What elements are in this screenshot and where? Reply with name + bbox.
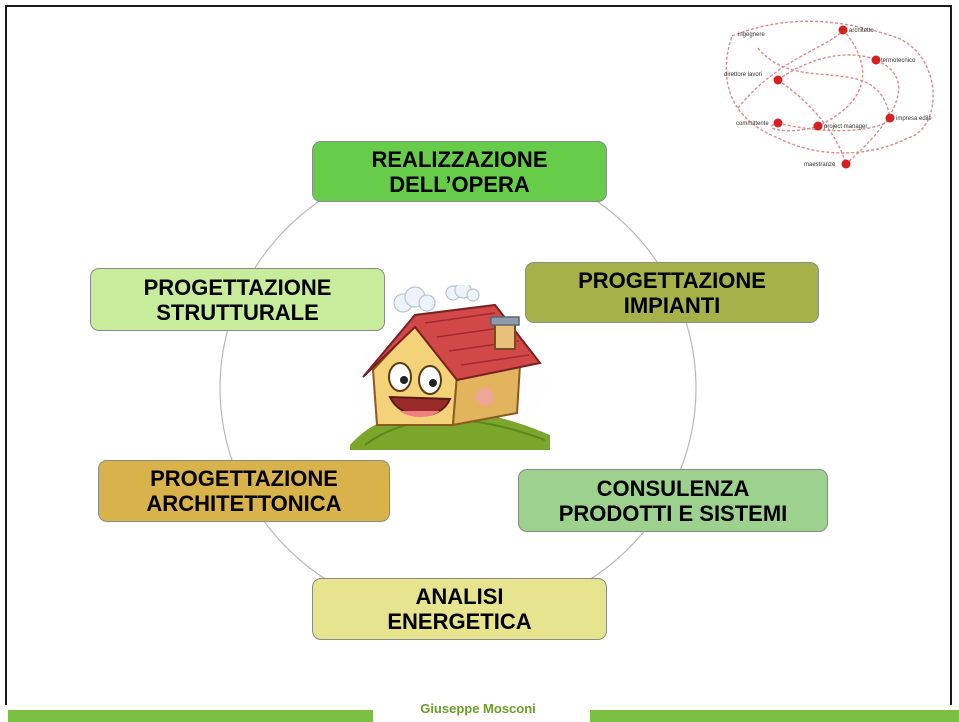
network-node-label: termotecnico — [881, 58, 916, 64]
network-node-label: ingegnere — [738, 32, 765, 38]
network-node-label: impresa edile — [896, 116, 932, 122]
footer-bar-left — [8, 710, 373, 722]
network-node-label: maestranze — [804, 162, 836, 168]
network-node-label: project manager — [824, 124, 867, 130]
cycle-step-progettazione-strutturale: PROGETTAZIONE STRUTTURALE — [90, 268, 385, 331]
stakeholder-network: ingegnere architetto termotecnico dirett… — [724, 20, 934, 169]
cycle-step-progettazione-architettonica: PROGETTAZIONE ARCHITETTONICA — [98, 460, 390, 522]
network-node-label: direttore lavori — [724, 72, 762, 78]
house-illustration — [350, 285, 550, 450]
cycle-step-analisi-energetica: ANALISI ENERGETICA — [312, 578, 607, 640]
footer-author: Giuseppe Mosconi — [420, 701, 536, 716]
footer-bar-right — [590, 710, 959, 722]
network-node-label: committente — [736, 121, 769, 127]
slide-frame — [5, 5, 952, 705]
cycle-step-realizzazione-opera: REALIZZAZIONE DELL’OPERA — [312, 141, 607, 202]
cycle-step-consulenza-prodotti: CONSULENZA PRODOTTI E SISTEMI — [518, 469, 828, 532]
network-node-label: architetto — [849, 28, 874, 34]
cycle-step-progettazione-impianti: PROGETTAZIONE IMPIANTI — [525, 262, 819, 323]
